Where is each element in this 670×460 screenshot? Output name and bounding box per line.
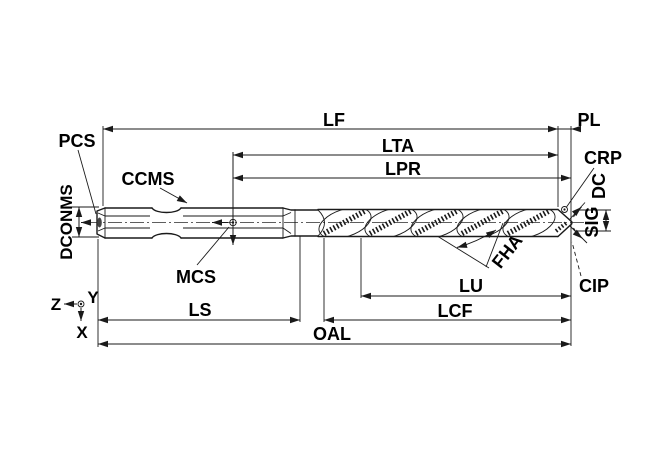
dim-label-cip: CIP — [579, 276, 609, 296]
tool-outline — [96, 207, 573, 239]
dim-label-ccms: CCMS — [122, 169, 175, 189]
crp-marker — [561, 206, 568, 213]
point-flute-hatch — [554, 220, 569, 233]
axis-label-z: Z — [51, 295, 61, 314]
sig-angle-annotation — [569, 202, 588, 244]
axis-label-y: Y — [87, 288, 99, 307]
dim-label-ls: LS — [188, 300, 211, 320]
coolant-hole — [97, 217, 102, 228]
dim-label-mcs: MCS — [176, 267, 216, 287]
dim-label-lf: LF — [323, 110, 345, 130]
dimension-lines — [75, 125, 610, 348]
spiral-flutes — [318, 209, 556, 237]
dim-label-sig: SIG — [582, 206, 602, 237]
dim-label-dconms: DCONMS — [57, 184, 76, 260]
extension-lines — [72, 126, 611, 347]
dim-label-lu: LU — [459, 276, 483, 296]
fha-angle-annotation — [437, 222, 504, 269]
leader-lines — [77, 149, 595, 277]
axis-icon — [64, 300, 85, 321]
dim-label-dc: DC — [589, 173, 609, 199]
crp-marker-dot — [563, 208, 566, 211]
dim-label-pl: PL — [577, 110, 600, 130]
dim-label-lcf: LCF — [438, 301, 473, 321]
mcs-marker — [229, 218, 237, 227]
dim-label-crp: CRP — [584, 148, 622, 168]
dim-label-pcs: PCS — [58, 131, 95, 151]
axis-label-x: X — [76, 323, 88, 342]
dim-label-oal: OAL — [313, 324, 351, 344]
dim-label-lta: LTA — [382, 136, 414, 156]
dim-label-lpr: LPR — [385, 159, 421, 179]
